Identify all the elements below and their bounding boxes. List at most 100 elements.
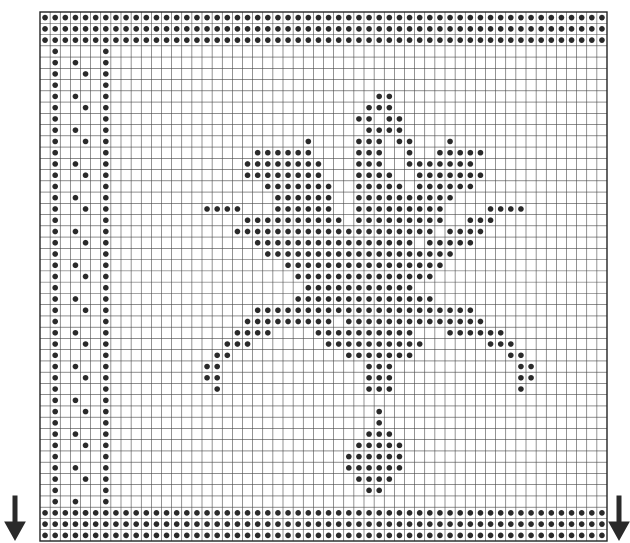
stitch-mark — [93, 533, 99, 539]
stitch-mark — [316, 285, 322, 291]
stitch-mark — [336, 296, 342, 302]
stitch-mark — [488, 217, 494, 223]
stitch-mark — [305, 307, 311, 313]
stitch-mark — [528, 510, 534, 516]
stitch-mark — [356, 217, 362, 223]
stitch-mark — [548, 533, 554, 539]
stitch-mark — [336, 274, 342, 280]
stitch-mark — [275, 184, 281, 190]
stitch-mark — [52, 94, 58, 100]
stitch-mark — [154, 533, 160, 539]
stitch-mark — [305, 521, 311, 527]
stitch-mark — [214, 37, 220, 43]
stitch-mark — [336, 37, 342, 43]
stitch-mark — [83, 105, 89, 111]
stitch-mark — [113, 15, 119, 21]
stitch-mark — [224, 352, 230, 358]
stitch-mark — [93, 521, 99, 527]
stitch-mark — [437, 533, 443, 539]
stitch-mark — [52, 476, 58, 482]
stitch-mark — [93, 510, 99, 516]
stitch-mark — [113, 533, 119, 539]
stitch-mark — [447, 150, 453, 156]
stitch-mark — [214, 533, 220, 539]
stitch-mark — [356, 454, 362, 460]
stitch-mark — [397, 307, 403, 313]
stitch-mark — [123, 26, 129, 32]
stitch-mark — [326, 15, 332, 21]
stitch-mark — [275, 217, 281, 223]
stitch-mark — [376, 206, 382, 212]
stitch-mark — [143, 15, 149, 21]
stitch-mark — [224, 26, 230, 32]
stitch-mark — [103, 105, 109, 111]
stitch-mark — [73, 521, 79, 527]
stitch-mark — [346, 229, 352, 235]
stitch-mark — [305, 195, 311, 201]
stitch-mark — [569, 533, 575, 539]
stitch-mark — [366, 364, 372, 370]
stitch-mark — [559, 521, 565, 527]
stitch-mark — [113, 510, 119, 516]
stitch-mark — [255, 172, 261, 178]
stitch-mark — [356, 229, 362, 235]
stitch-mark — [83, 37, 89, 43]
stitch-mark — [255, 330, 261, 336]
stitch-mark — [174, 37, 180, 43]
stitch-mark — [599, 510, 605, 516]
stitch-mark — [366, 240, 372, 246]
stitch-mark — [103, 476, 109, 482]
stitch-mark — [214, 386, 220, 392]
stitch-mark — [376, 229, 382, 235]
stitch-mark — [488, 26, 494, 32]
stitch-mark — [417, 319, 423, 325]
stitch-mark — [518, 364, 524, 370]
stitch-mark — [103, 240, 109, 246]
stitch-mark — [437, 15, 443, 21]
stitch-mark — [518, 37, 524, 43]
stitch-mark — [376, 296, 382, 302]
stitch-mark — [285, 307, 291, 313]
stitch-mark — [305, 296, 311, 302]
stitch-mark — [488, 206, 494, 212]
stitch-mark — [467, 184, 473, 190]
stitch-mark — [407, 330, 413, 336]
stitch-mark — [73, 229, 79, 235]
stitch-mark — [305, 285, 311, 291]
stitch-mark — [508, 510, 514, 516]
stitch-mark — [204, 521, 210, 527]
stitch-mark — [295, 217, 301, 223]
stitch-mark — [103, 307, 109, 313]
stitch-mark — [356, 296, 362, 302]
stitch-mark — [316, 26, 322, 32]
stitch-mark — [255, 510, 261, 516]
stitch-mark — [569, 15, 575, 21]
stitch-mark — [386, 229, 392, 235]
stitch-mark — [397, 285, 403, 291]
stitch-mark — [194, 533, 200, 539]
stitch-mark — [103, 386, 109, 392]
stitch-mark — [42, 37, 48, 43]
stitch-mark — [437, 217, 443, 223]
stitch-mark — [305, 533, 311, 539]
stitch-mark — [447, 139, 453, 145]
stitch-mark — [103, 499, 109, 505]
stitch-mark — [295, 206, 301, 212]
stitch-mark — [366, 229, 372, 235]
stitch-mark — [356, 533, 362, 539]
stitch-mark — [285, 37, 291, 43]
stitch-mark — [457, 319, 463, 325]
stitch-mark — [265, 217, 271, 223]
stitch-mark — [478, 521, 484, 527]
stitch-mark — [508, 26, 514, 32]
stitch-mark — [397, 521, 403, 527]
stitch-mark — [103, 521, 109, 527]
stitch-mark — [326, 274, 332, 280]
stitch-mark — [326, 533, 332, 539]
stitch-mark — [224, 533, 230, 539]
stitch-mark — [467, 319, 473, 325]
stitch-mark — [275, 172, 281, 178]
stitch-mark — [376, 262, 382, 268]
stitch-mark — [235, 341, 241, 347]
stitch-mark — [386, 364, 392, 370]
